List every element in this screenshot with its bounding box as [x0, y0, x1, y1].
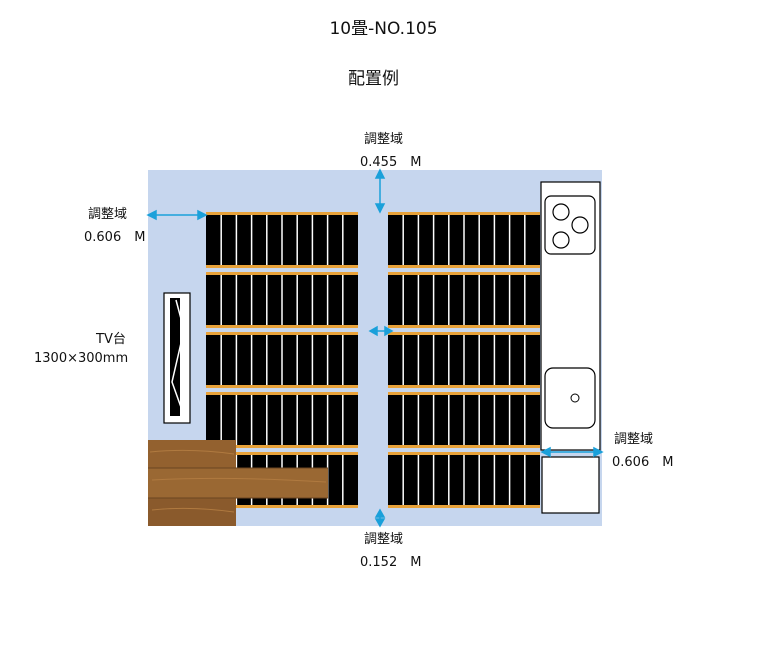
bottom-adjust-value: 0.152 M — [360, 555, 422, 570]
panel-row — [206, 332, 358, 388]
wood-floor — [148, 440, 328, 526]
panel-row — [206, 212, 358, 268]
panel-row — [388, 272, 540, 328]
left-adjust-value: 0.606 M — [84, 230, 146, 245]
page-subtitle: 配置例 — [348, 69, 399, 89]
panel-row — [388, 452, 540, 508]
page-title: 10畳-NO.105 — [329, 19, 438, 39]
tv-stand-label: TV台 — [96, 332, 126, 347]
heating-panels — [206, 212, 540, 508]
panel-row — [206, 272, 358, 328]
top-adjust-name: 調整域 — [364, 132, 404, 147]
right-adjust-name: 調整域 — [614, 432, 654, 447]
tv-stand — [163, 292, 191, 424]
tv-stand-size: 1300×300mm — [34, 351, 129, 366]
right-adjust-value: 0.606 M — [612, 455, 674, 470]
panel-row — [388, 332, 540, 388]
panel-row — [388, 392, 540, 448]
panel-row — [388, 212, 540, 268]
kitchen-counter — [540, 181, 601, 514]
left-adjust-name: 調整域 — [88, 207, 128, 222]
panel-row — [206, 392, 358, 448]
top-adjust-value: 0.455 M — [360, 155, 422, 170]
dimension-arrows — [146, 168, 604, 528]
bottom-adjust-name: 調整域 — [364, 532, 404, 547]
